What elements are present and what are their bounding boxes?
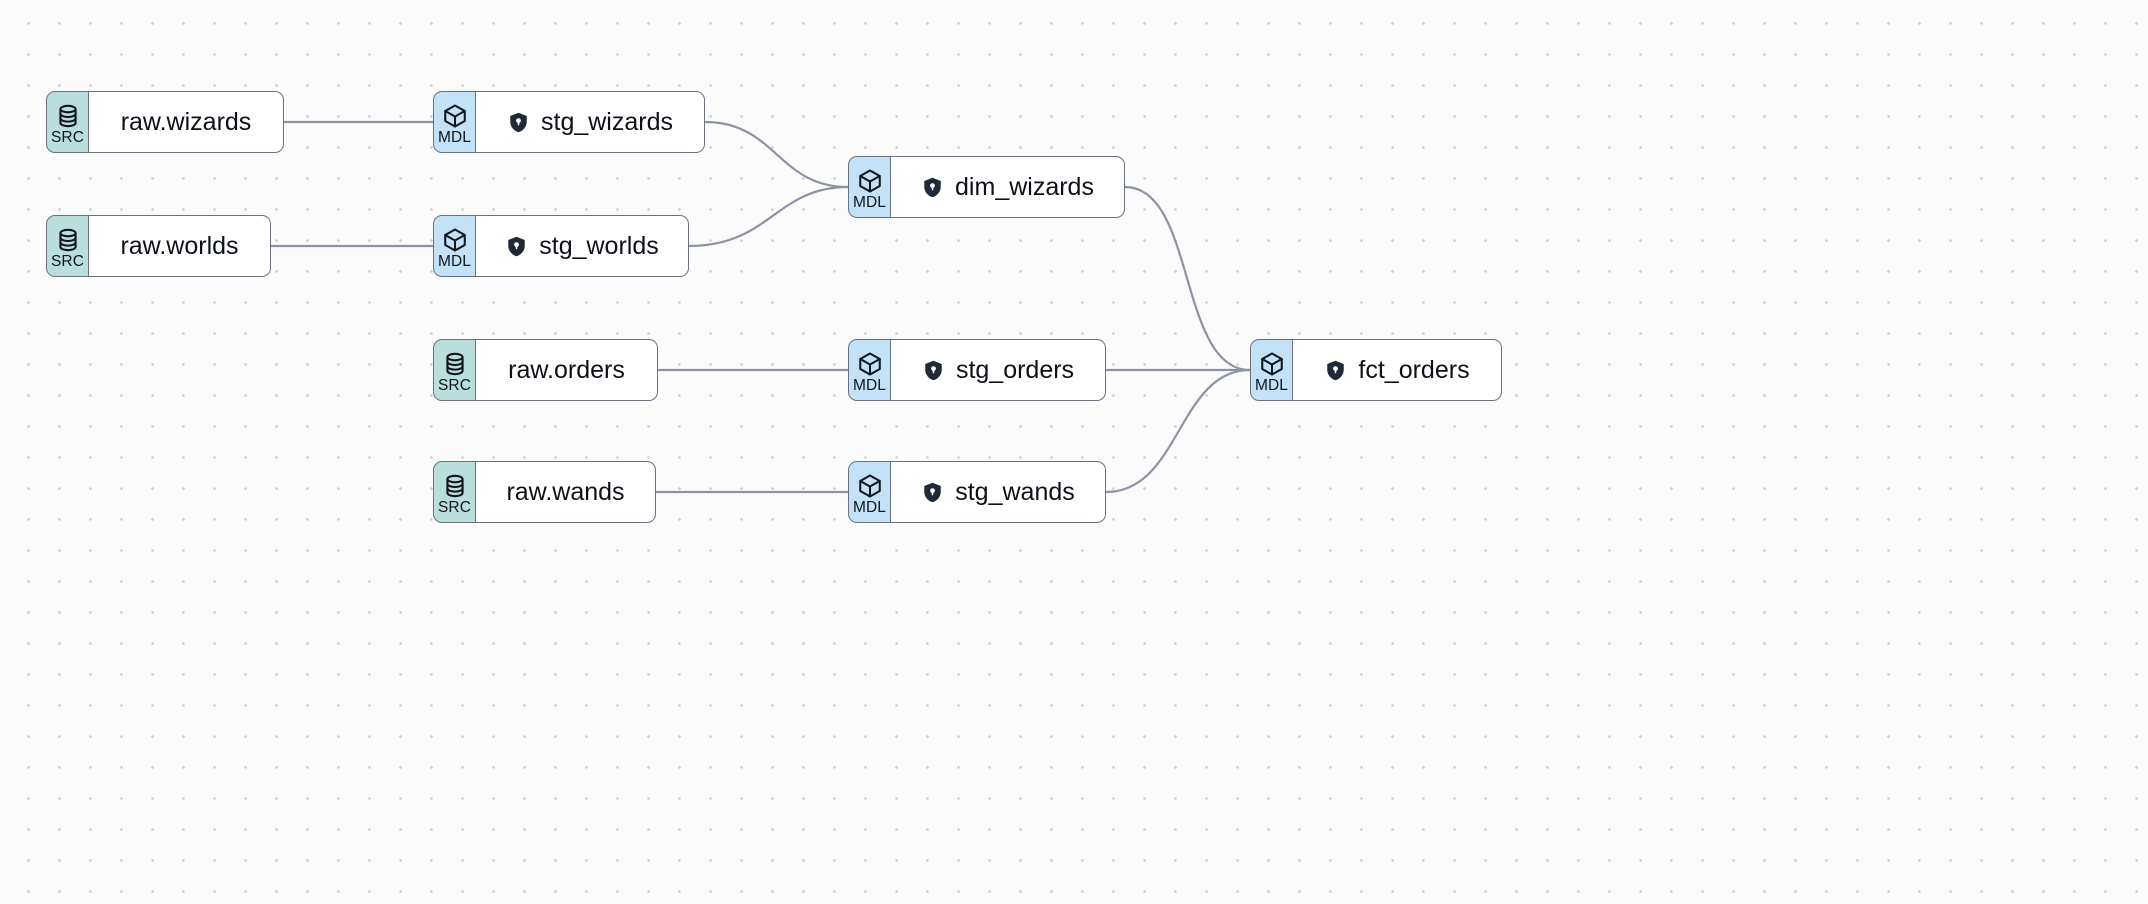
cube-icon — [857, 168, 883, 194]
node-type-badge-src: SRC — [433, 339, 476, 401]
node-body: raw.wizards — [89, 91, 284, 153]
node-stg_worlds[interactable]: MDL stg_worlds — [433, 215, 689, 277]
node-label: stg_orders — [955, 355, 1075, 384]
node-type-badge-src: SRC — [46, 91, 89, 153]
node-type-badge-mdl: MDL — [848, 156, 891, 218]
badge-label: SRC — [50, 128, 85, 146]
shield-icon — [921, 176, 944, 199]
node-label: raw.wizards — [120, 107, 252, 136]
badge-label: MDL — [852, 193, 887, 211]
node-body: raw.worlds — [89, 215, 271, 277]
badge-label: MDL — [852, 376, 887, 394]
node-body: raw.wands — [476, 461, 656, 523]
shield-icon — [507, 111, 530, 134]
node-stg_wands[interactable]: MDL stg_wands — [848, 461, 1106, 523]
node-raw_wizards[interactable]: SRC raw.wizards — [46, 91, 284, 153]
node-body: stg_worlds — [476, 215, 689, 277]
node-body: raw.orders — [476, 339, 658, 401]
shield-icon — [921, 481, 944, 504]
badge-label: SRC — [437, 498, 472, 516]
shield-icon — [922, 359, 945, 382]
node-body: stg_wizards — [476, 91, 705, 153]
node-fct_orders[interactable]: MDL fct_orders — [1250, 339, 1502, 401]
database-icon — [442, 351, 468, 377]
node-raw_orders[interactable]: SRC raw.orders — [433, 339, 658, 401]
edge-dim_wizards-to-fct_orders — [1123, 185, 1252, 372]
node-label: stg_worlds — [539, 231, 659, 260]
shield-icon — [1324, 359, 1347, 382]
node-type-badge-mdl: MDL — [433, 215, 476, 277]
database-icon — [55, 103, 81, 129]
cube-icon — [1259, 351, 1285, 377]
node-label: stg_wands — [955, 477, 1075, 506]
node-label: dim_wizards — [955, 172, 1094, 201]
node-label: stg_wizards — [541, 107, 673, 136]
database-icon — [442, 473, 468, 499]
node-label: raw.worlds — [120, 231, 239, 260]
node-raw_wands[interactable]: SRC raw.wands — [433, 461, 656, 523]
node-type-badge-src: SRC — [433, 461, 476, 523]
cube-icon — [857, 351, 883, 377]
node-type-badge-mdl: MDL — [433, 91, 476, 153]
database-icon — [55, 227, 81, 253]
node-stg_orders[interactable]: MDL stg_orders — [848, 339, 1106, 401]
badge-label: SRC — [50, 252, 85, 270]
badge-label: MDL — [437, 128, 472, 146]
node-body: dim_wizards — [891, 156, 1125, 218]
cube-icon — [857, 473, 883, 499]
node-type-badge-mdl: MDL — [848, 461, 891, 523]
node-body: fct_orders — [1293, 339, 1502, 401]
node-label: raw.wands — [506, 477, 625, 506]
badge-label: MDL — [437, 252, 472, 270]
node-raw_worlds[interactable]: SRC raw.worlds — [46, 215, 271, 277]
cube-icon — [442, 103, 468, 129]
node-stg_wizards[interactable]: MDL stg_wizards — [433, 91, 705, 153]
shield-icon — [505, 235, 528, 258]
node-body: stg_orders — [891, 339, 1106, 401]
cube-icon — [442, 227, 468, 253]
node-dim_wizards[interactable]: MDL dim_wizards — [848, 156, 1125, 218]
badge-label: MDL — [852, 498, 887, 516]
node-label: fct_orders — [1358, 355, 1470, 384]
node-type-badge-mdl: MDL — [1250, 339, 1293, 401]
node-body: stg_wands — [891, 461, 1106, 523]
node-type-badge-src: SRC — [46, 215, 89, 277]
edge-stg_wands-to-fct_orders — [1104, 368, 1252, 494]
edge-stg_worlds-to-dim_wizards — [687, 185, 850, 248]
node-type-badge-mdl: MDL — [848, 339, 891, 401]
edge-stg_wizards-to-dim_wizards — [703, 120, 850, 189]
badge-label: MDL — [1254, 376, 1289, 394]
node-label: raw.orders — [508, 355, 625, 384]
badge-label: SRC — [437, 376, 472, 394]
